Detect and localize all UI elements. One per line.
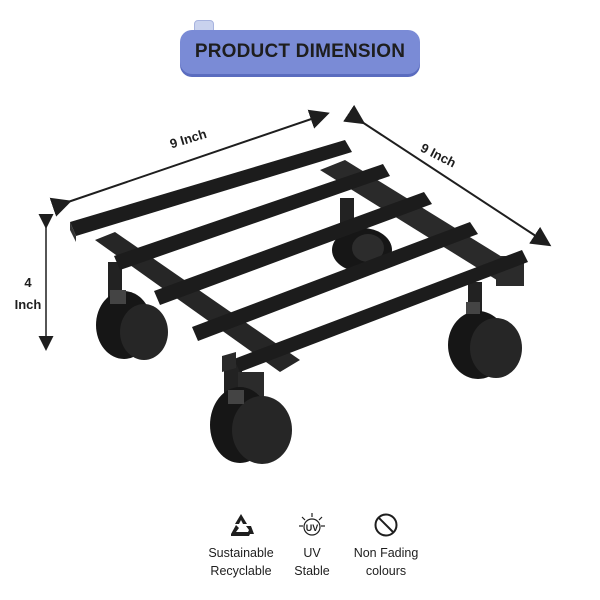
header-badge-body: PRODUCT DIMENSION xyxy=(180,30,420,74)
no-sign-icon xyxy=(374,513,398,537)
height-unit: Inch xyxy=(14,297,42,312)
feature-item-recyclable: Sustainable Recyclable xyxy=(196,512,286,580)
feature-item-non-fading: Non Fading colours xyxy=(340,512,432,580)
feature-label: UV Stable xyxy=(294,546,330,578)
width-dimension-arrow xyxy=(49,109,330,217)
page-title: PRODUCT DIMENSION xyxy=(194,41,406,62)
feature-list: Sustainable Recyclable UV UV Stable Non … xyxy=(0,512,600,600)
feature-label: Non Fading colours xyxy=(353,546,419,578)
svg-text:UV: UV xyxy=(306,523,319,533)
caddy-frame xyxy=(95,160,524,406)
feature-item-uv-stable: UV UV Stable xyxy=(280,512,344,580)
wheel-front xyxy=(210,387,292,464)
height-label: 4 Inch xyxy=(12,272,44,316)
depth-dimension-arrow xyxy=(343,104,552,247)
wheel-back xyxy=(332,228,392,272)
wheel-left xyxy=(96,290,168,360)
header-badge: PRODUCT DIMENSION xyxy=(180,20,420,78)
recycle-icon xyxy=(231,514,254,536)
feature-label: Sustainable Recyclable xyxy=(208,546,274,578)
height-value: 4 xyxy=(24,275,32,290)
caddy-slats xyxy=(70,140,528,372)
wheel-right xyxy=(448,302,522,379)
uv-sun-icon: UV xyxy=(299,513,325,536)
